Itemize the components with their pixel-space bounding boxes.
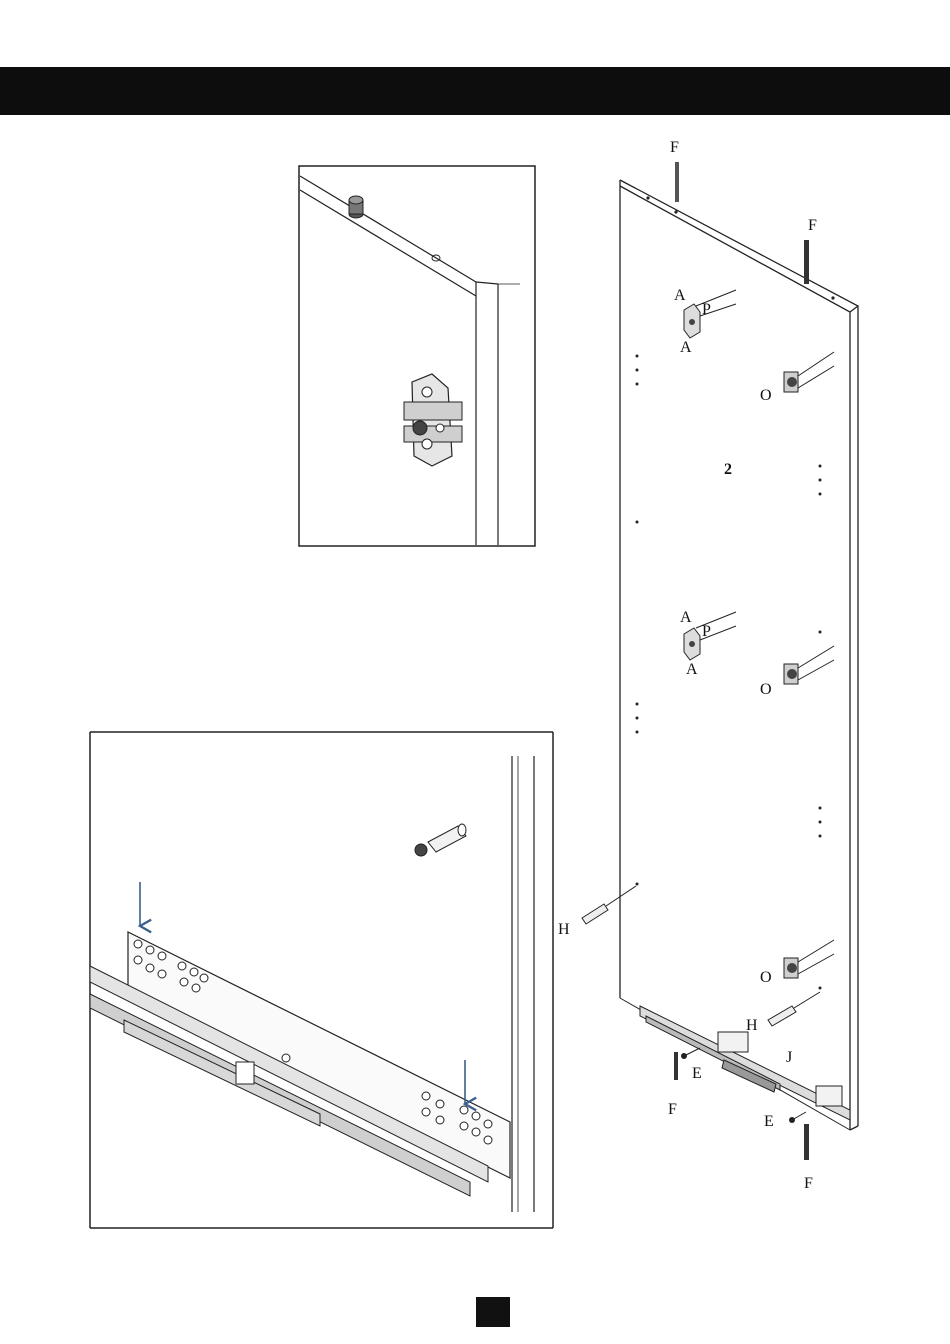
cam-dowel-icon [415, 824, 466, 856]
label-a-2: A [680, 339, 692, 356]
label-f-top-1: F [670, 139, 679, 156]
dowel-icon [349, 196, 363, 218]
label-o-2: O [760, 681, 772, 698]
label-p-1: P [702, 301, 711, 318]
drawer-slide-icon [90, 932, 510, 1196]
drawer-slide-detail-inset [90, 732, 553, 1228]
label-e-2: E [764, 1113, 774, 1130]
label-p-2: P [702, 623, 711, 640]
label-f-bottom-2: F [804, 1175, 813, 1192]
label-o-1: O [760, 387, 772, 404]
label-f-bottom-1: F [668, 1101, 677, 1118]
dowel-f-bottom-2-icon [804, 1124, 809, 1160]
dowel-f-top-1-icon [675, 162, 679, 202]
dowel-h-2-icon [768, 992, 820, 1026]
label-e-1: E [692, 1065, 702, 1082]
dowel-h-1-icon [582, 886, 636, 924]
cam-lock-o-2-icon [784, 646, 834, 684]
label-o-3: O [760, 969, 772, 986]
label-h-2: H [746, 1017, 758, 1034]
label-j: J [786, 1049, 792, 1066]
label-a-3: A [680, 609, 692, 626]
label-number-2: 2 [724, 461, 732, 478]
screw-e-1-icon [681, 1048, 700, 1059]
label-a-4: A [686, 661, 698, 678]
page-number-tab [476, 1297, 510, 1327]
cam-lock-o-3-icon [784, 940, 834, 978]
label-f-top-2: F [808, 217, 817, 234]
dowel-f-bottom-1-icon [674, 1052, 678, 1080]
cam-lock-o-1-icon [784, 352, 834, 392]
label-a-1: A [674, 287, 686, 304]
side-panel-main [582, 162, 858, 1160]
hinge-detail-inset [299, 166, 535, 546]
dowel-f-top-2-icon [804, 240, 809, 284]
label-h-1: H [558, 921, 570, 938]
screw-e-2-icon [789, 1112, 806, 1123]
